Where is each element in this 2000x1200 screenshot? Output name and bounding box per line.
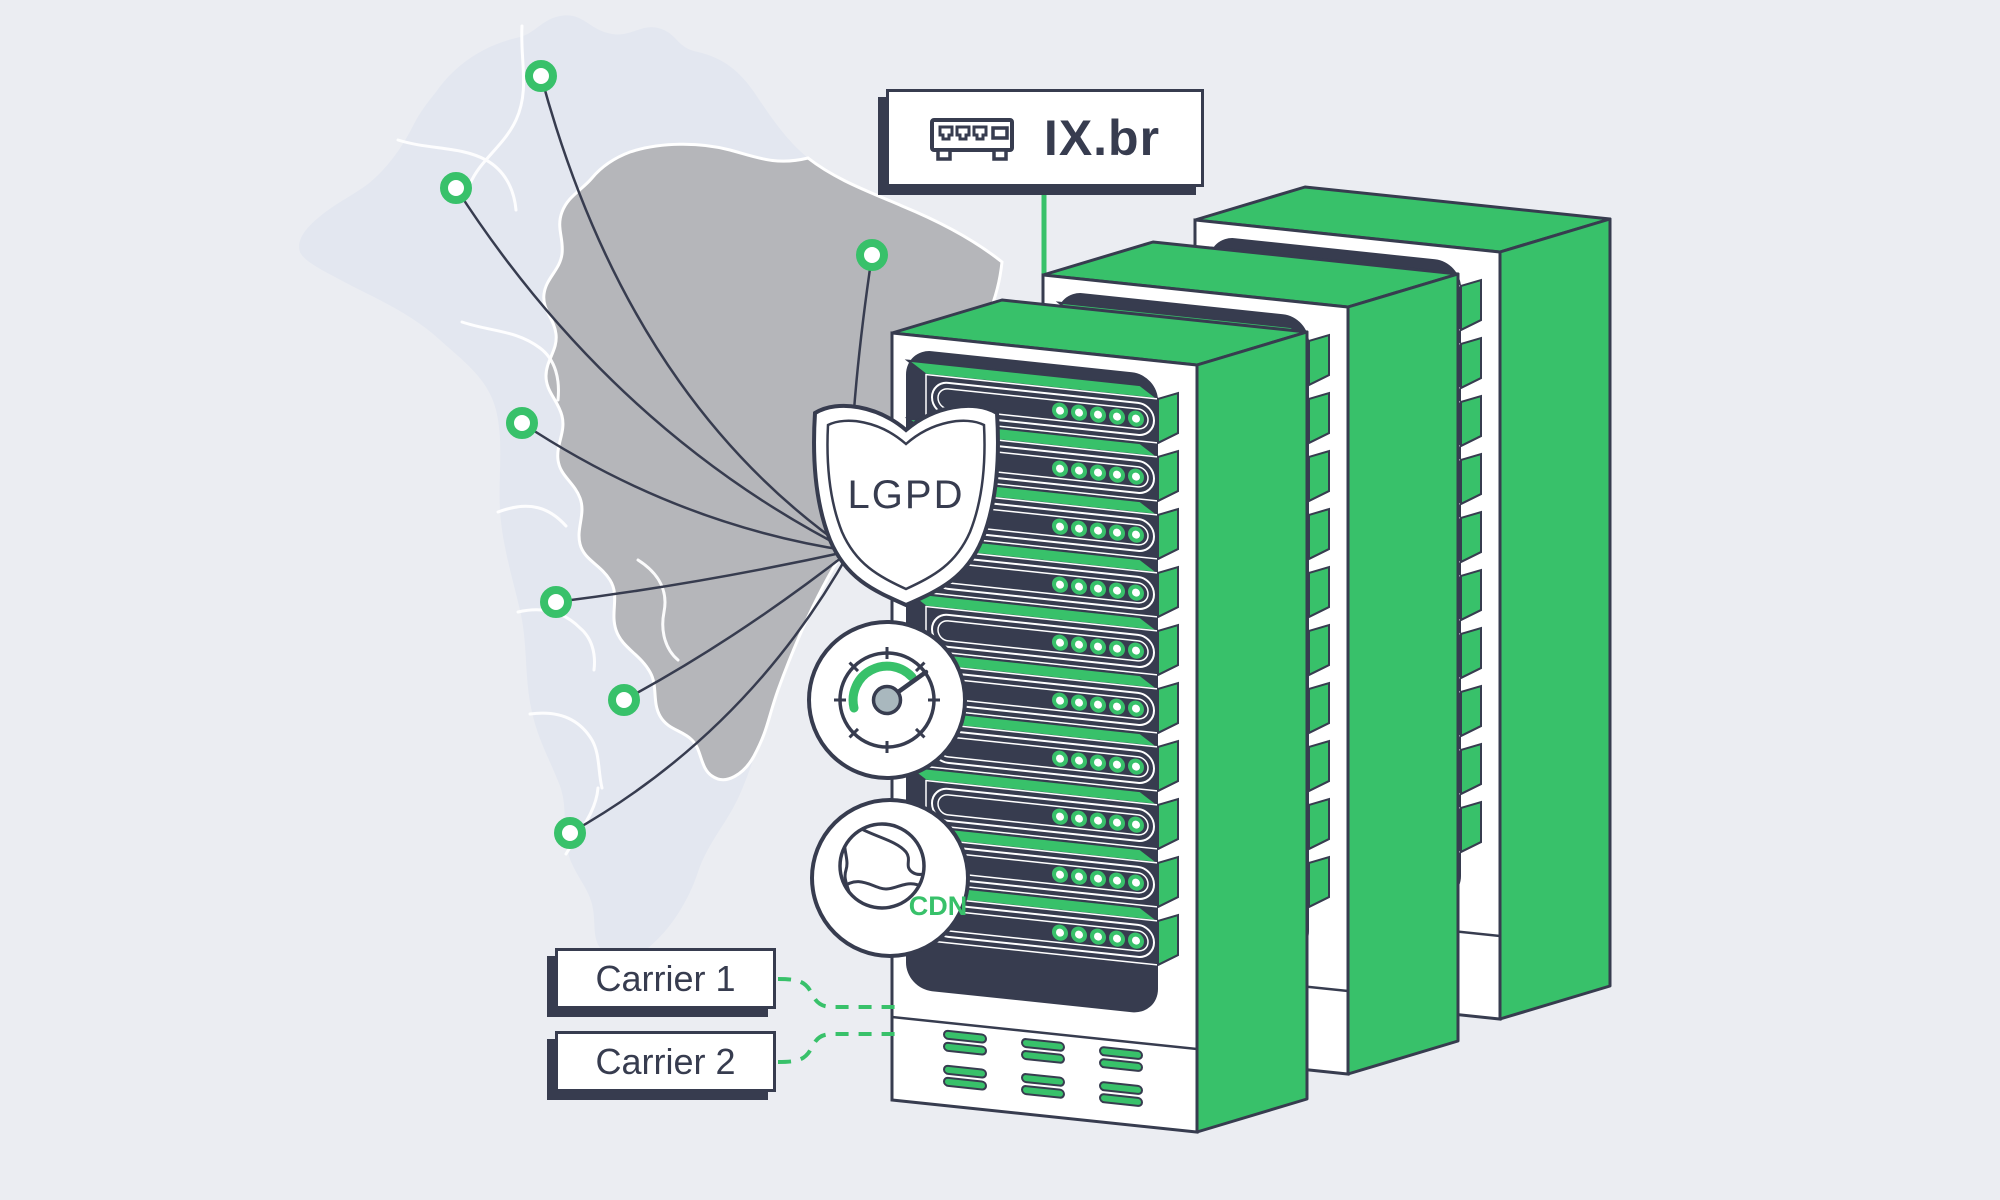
- location-node-icon: [554, 817, 586, 849]
- globe-icon: [838, 822, 926, 910]
- location-node-icon: [856, 239, 888, 271]
- connection-curve: [454, 187, 851, 553]
- carrier-2-box: Carrier 2: [555, 1031, 776, 1092]
- location-node-icon: [506, 407, 538, 439]
- south-america-map: [299, 15, 1004, 959]
- carrier-1-label: Carrier 1: [595, 957, 736, 999]
- speedometer-icon: [807, 620, 967, 780]
- location-node-icon: [440, 172, 472, 204]
- connection-curve: [623, 550, 851, 702]
- location-node-icon: [540, 586, 572, 618]
- shield-icon: [812, 403, 1000, 608]
- map-brazil: [542, 142, 1004, 782]
- connection-curve: [521, 421, 851, 553]
- server-rack-1: [890, 298, 1309, 1134]
- shield-label: LGPD: [847, 473, 965, 517]
- server-racks: [890, 185, 1612, 1134]
- carrier-1-connector: [777, 977, 897, 1009]
- carrier-2-label: Carrier 2: [595, 1040, 736, 1082]
- location-node-icon: [608, 684, 640, 716]
- carrier-1-box: Carrier 1: [555, 948, 776, 1009]
- map-country-borders: [396, 24, 680, 856]
- ix-label: IX.br: [1043, 110, 1161, 166]
- map-node-dots: [440, 60, 888, 849]
- connection-curve: [569, 550, 852, 835]
- network-switch-icon: [929, 118, 1014, 161]
- carrier-2-connector: [777, 1032, 897, 1064]
- connection-curve: [539, 75, 851, 553]
- connection-curve: [555, 549, 851, 604]
- cdn-label: CDN: [908, 891, 968, 921]
- ix-box: IX.br: [886, 89, 1204, 187]
- cdn-badge: [810, 798, 970, 958]
- location-node-icon: [525, 60, 557, 92]
